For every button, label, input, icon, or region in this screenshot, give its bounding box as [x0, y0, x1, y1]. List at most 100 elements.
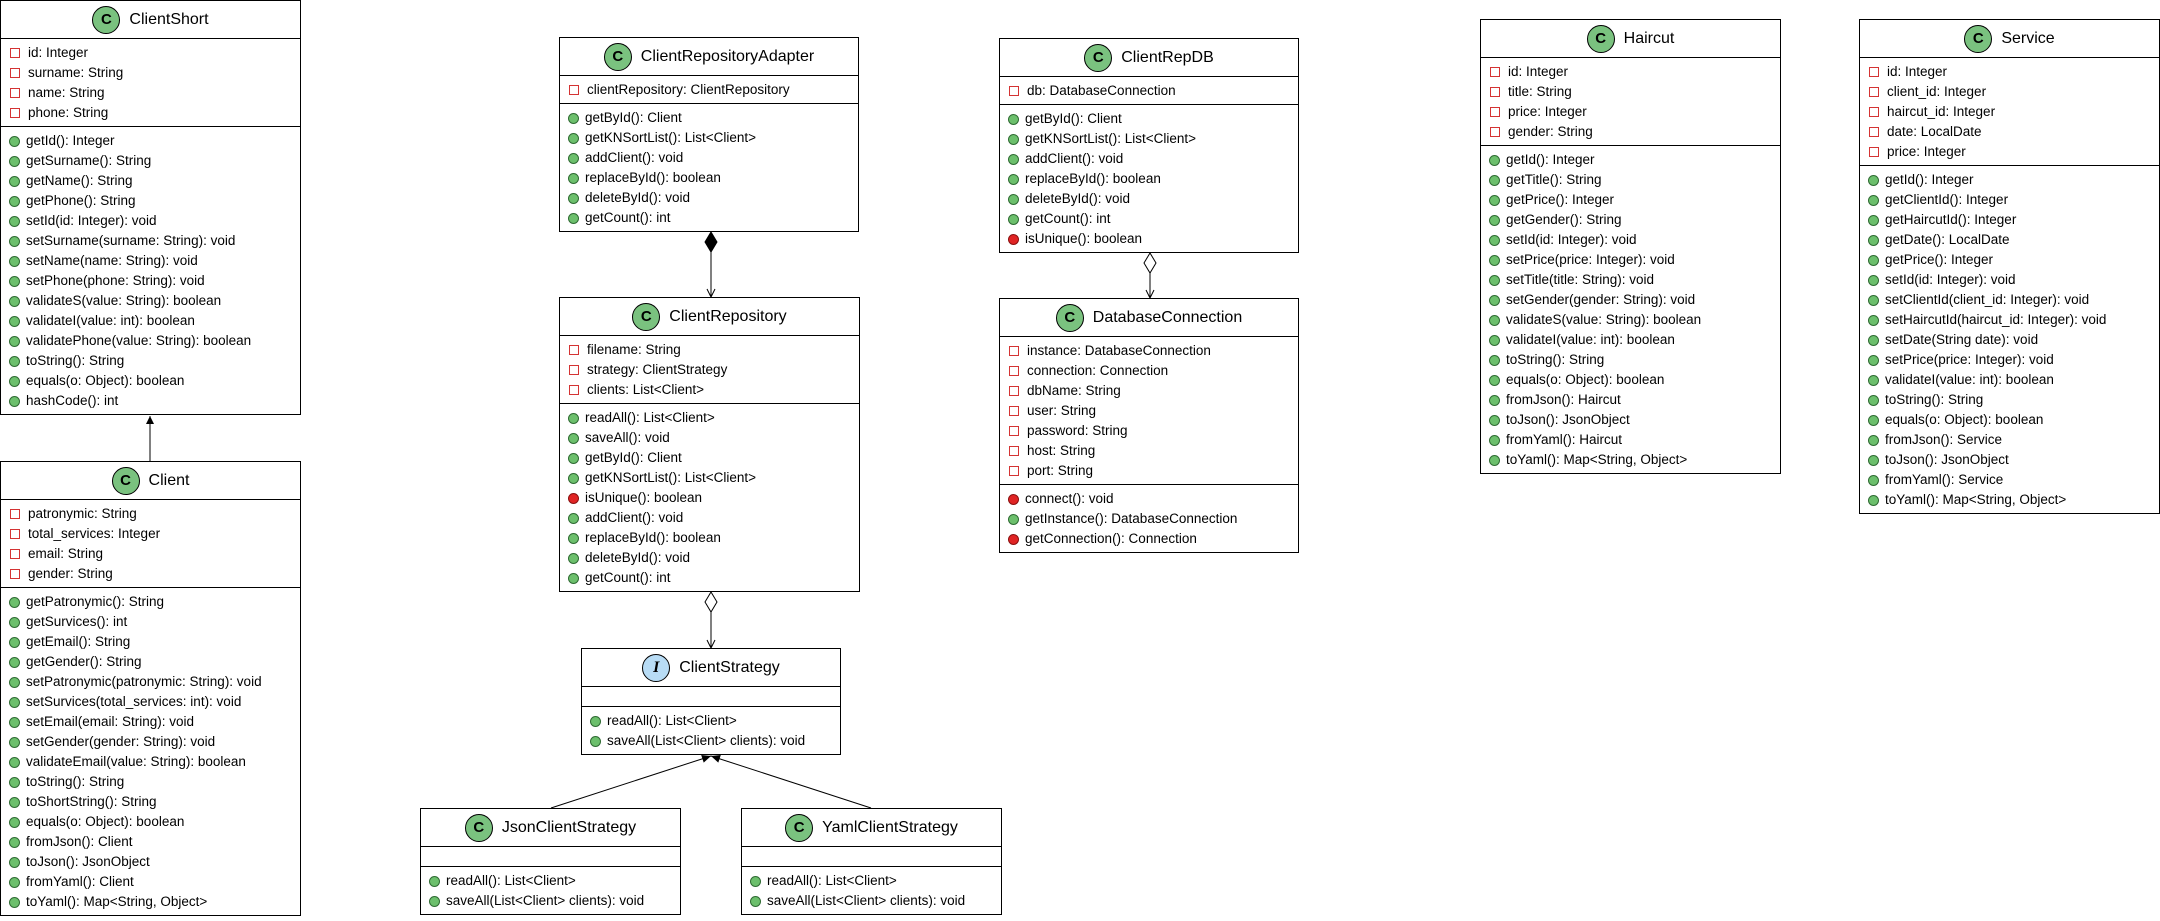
method-text: isUnique(): boolean	[585, 490, 703, 505]
method-row: toString(): String	[1860, 390, 2159, 410]
method-text: getHaircutId(): Integer	[1885, 212, 2017, 227]
private-field-icon	[1490, 107, 1500, 117]
method-text: replaceById(): boolean	[585, 530, 721, 545]
method-row: equals(o: Object): boolean	[1481, 370, 1780, 390]
private-field-icon	[1869, 107, 1879, 117]
method-row: getPrice(): Integer	[1481, 190, 1780, 210]
private-field-icon	[1009, 426, 1019, 436]
method-row: toString(): String	[1481, 350, 1780, 370]
method-row: getGender(): String	[1, 652, 300, 672]
method-text: getById(): Client	[585, 110, 682, 125]
method-text: toString(): String	[26, 353, 125, 368]
method-row: getKNSortList(): List<Client>	[560, 468, 859, 488]
public-method-icon	[1868, 234, 1879, 246]
method-text: validateI(value: int): boolean	[1885, 372, 2054, 387]
method-row: readAll(): List<Client>	[742, 871, 1001, 891]
method-row: setPrice(price: Integer): void	[1481, 250, 1780, 270]
public-method-icon	[1868, 434, 1879, 446]
private-field-icon	[1869, 67, 1879, 77]
method-row: saveAll(List<Client> clients): void	[742, 891, 1001, 911]
public-method-icon	[9, 856, 20, 868]
field-text: price: Integer	[1508, 104, 1587, 119]
class-name: JsonClientStrategy	[501, 818, 637, 836]
method-row: readAll(): List<Client>	[421, 871, 680, 891]
public-method-icon	[1868, 214, 1879, 226]
method-text: getCount(): int	[585, 570, 671, 585]
method-text: fromJson(): Client	[26, 834, 133, 849]
method-text: getPrice(): Integer	[1885, 252, 1994, 267]
method-row: saveAll(): void	[560, 428, 859, 448]
field-row: clientRepository: ClientRepository	[560, 80, 858, 100]
public-method-icon	[9, 235, 20, 247]
field-text: name: String	[28, 85, 105, 100]
public-method-icon	[9, 656, 20, 668]
public-method-icon	[1008, 513, 1019, 525]
method-row: toYaml(): Map<String, Object>	[1481, 450, 1780, 470]
private-field-icon	[1009, 466, 1019, 476]
method-row: getEmail(): String	[1, 632, 300, 652]
private-field-icon	[1490, 127, 1500, 137]
public-method-icon	[1868, 274, 1879, 286]
public-method-icon	[9, 716, 20, 728]
class-name: ClientRepDB	[1121, 48, 1214, 66]
method-row: connect(): void	[1000, 489, 1298, 509]
public-method-icon	[1008, 173, 1019, 185]
methods-section: connect(): void getInstance(): DatabaseCo…	[1000, 485, 1298, 552]
method-text: getCount(): int	[1025, 211, 1111, 226]
method-row: toString(): String	[1, 772, 300, 792]
field-row: client_id: Integer	[1860, 82, 2159, 102]
public-method-icon	[1868, 414, 1879, 426]
public-method-icon	[1489, 354, 1500, 366]
method-text: getInstance(): DatabaseConnection	[1025, 511, 1238, 526]
field-text: strategy: ClientStrategy	[587, 362, 728, 377]
public-method-icon	[429, 875, 440, 887]
method-row: setGender(gender: String): void	[1481, 290, 1780, 310]
field-row: instance: DatabaseConnection	[1000, 341, 1298, 361]
aggregation-diamond	[704, 591, 718, 613]
method-row: getGender(): String	[1481, 210, 1780, 230]
method-text: setGender(gender: String): void	[1506, 292, 1696, 307]
method-text: readAll(): List<Client>	[607, 713, 737, 728]
method-text: addClient(): void	[585, 150, 684, 165]
field-text: password: String	[1027, 423, 1128, 438]
field-text: host: String	[1027, 443, 1096, 458]
field-row: id: Integer	[1860, 62, 2159, 82]
method-row: fromYaml(): Client	[1, 872, 300, 892]
field-row: title: String	[1481, 82, 1780, 102]
method-text: setSurvices(total_services: int): void	[26, 694, 242, 709]
public-method-icon	[1868, 174, 1879, 186]
method-row: setTitle(title: String): void	[1481, 270, 1780, 290]
public-method-icon	[9, 295, 20, 307]
method-text: toString(): String	[1885, 392, 1984, 407]
public-method-icon	[750, 895, 761, 907]
public-method-icon	[568, 152, 579, 164]
private-field-icon	[10, 48, 20, 58]
public-method-icon	[590, 715, 601, 727]
field-text: db: DatabaseConnection	[1027, 83, 1176, 98]
public-method-icon	[1489, 234, 1500, 246]
public-method-icon	[1008, 213, 1019, 225]
method-text: setPrice(price: Integer): void	[1885, 352, 2054, 367]
method-row: replaceById(): boolean	[1000, 169, 1298, 189]
method-text: getName(): String	[26, 173, 133, 188]
